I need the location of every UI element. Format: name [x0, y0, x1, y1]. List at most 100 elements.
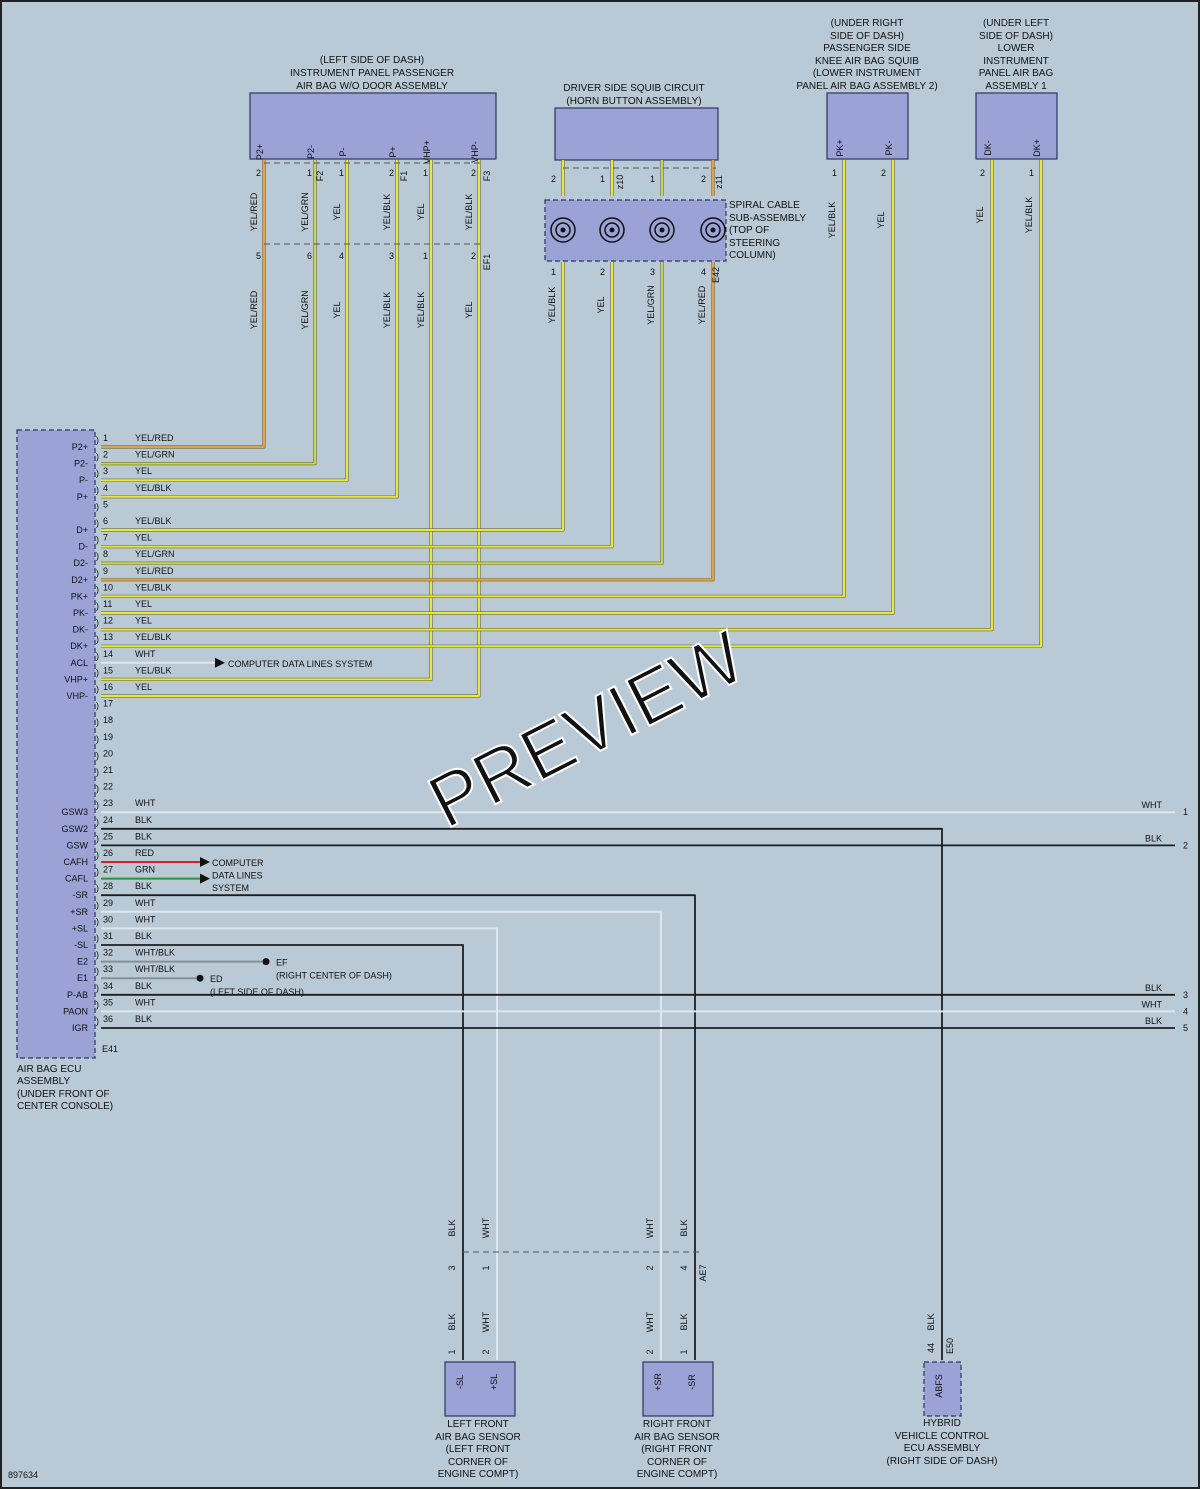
spiral-upper-pin-1: 2	[551, 174, 556, 184]
ecu-pin-number-25: 25	[103, 831, 113, 841]
pass-airbag-lower-color-6: YEL	[464, 301, 474, 318]
ecu-connector-label: E41	[102, 1044, 118, 1054]
pass-airbag-upper-color-5: YEL	[416, 203, 426, 220]
hybrid-ecu-wire-color: BLK	[926, 1313, 936, 1330]
right-output-color-3: BLK	[1145, 983, 1162, 993]
ecu-pin-number-12: 12	[103, 616, 113, 626]
pass-airbag-pin-VHP-: VHP-	[470, 141, 480, 163]
right-sensor-component: RIGHT FRONT AIR BAG SENSOR (RIGHT FRONT …	[634, 1361, 720, 1480]
hybrid-ecu-component: HYBRID VEHICLE CONTROL ECU ASSEMBLY (RIG…	[887, 1361, 997, 1467]
ecu-wire-color-25: BLK	[135, 831, 152, 841]
driver-squib-box	[554, 107, 719, 161]
lower-panel-label-2: SIDE OF DASH)	[979, 31, 1053, 42]
ecu-pin-number-22: 22	[103, 782, 113, 792]
cafl-arrow	[200, 873, 210, 884]
pass-airbag-upper-color-1: YEL/RED	[249, 192, 259, 231]
ecu-wire-color-29: WHT	[135, 898, 156, 908]
ecu-pin-name-30: +SL	[72, 923, 88, 933]
ecu-pin-name-1: P2+	[72, 442, 88, 452]
sensor-lower-color-1: BLK	[447, 1313, 457, 1330]
sensor-upper-color-4: BLK	[679, 1219, 689, 1236]
pass-airbag-wire-6	[101, 160, 480, 697]
ecu-pin-name-8: D2-	[73, 558, 88, 568]
ecu-wire-color-4: YEL/BLK	[135, 483, 172, 493]
ground-ef-icon	[262, 958, 270, 966]
ecu-pin-bracket-26: )	[96, 850, 99, 860]
pass-airbag-lower-pin-4: 3	[389, 251, 394, 261]
lower-panel-color-1: YEL	[975, 206, 985, 223]
pass-airbag-upper-pin-4: 2	[389, 168, 394, 178]
sensor-lower-color-2: WHT	[481, 1311, 491, 1332]
lower-panel-label-1: (UNDER LEFT	[983, 18, 1049, 29]
spiral-color-4: YEL/RED	[697, 285, 707, 324]
knee-squib-box	[826, 92, 909, 160]
plus-sr-wire	[101, 910, 662, 1360]
cafh-arrow	[200, 857, 210, 867]
connector-ae7: AE7	[698, 1264, 708, 1281]
hybrid-ecu-label-1: HYBRID	[923, 1418, 961, 1429]
diagram-id: 897634	[8, 1470, 38, 1480]
ecu-pin-number-24: 24	[103, 815, 113, 825]
ecu-component: AIR BAG ECU ASSEMBLY (UNDER FRONT OF CEN…	[16, 429, 118, 1112]
ecu-pin-bracket-7: )	[96, 535, 99, 545]
ecu-pin-number-9: 9	[103, 566, 108, 576]
hybrid-ecu-box	[923, 1361, 962, 1417]
ecu-pin-number-31: 31	[103, 931, 113, 941]
lower-panel-wire-2	[101, 160, 1042, 648]
knee-squib-label-5: (LOWER INSTRUMENT	[813, 68, 921, 79]
ecu-pin-number-27: 27	[103, 865, 113, 875]
ecu-pin-number-36: 36	[103, 1014, 113, 1024]
lower-panel-box	[975, 92, 1058, 160]
ecu-label-1: AIR BAG ECU	[17, 1064, 81, 1075]
ecu-pin-bracket-20: )	[96, 750, 99, 760]
knee-squib-label-2: SIDE OF DASH)	[830, 31, 904, 42]
pass-airbag-upper-color-2: YEL/GRN	[300, 192, 310, 232]
cdl-callout-2: DATA LINES	[212, 871, 263, 881]
ecu-wire-color-7: YEL	[135, 533, 152, 543]
ecu-pin-bracket-12: )	[96, 618, 99, 628]
knee-squib-component: (UNDER RIGHT SIDE OF DASH) PASSENGER SID…	[796, 18, 938, 160]
pass-airbag-lower-color-4: YEL/BLK	[382, 292, 392, 329]
pass-airbag-upper-pin-6: 2	[471, 168, 476, 178]
ecu-pin-name-9: D2+	[71, 575, 88, 585]
ecu-wire-color-24: BLK	[135, 815, 152, 825]
ecu-pin-number-13: 13	[103, 632, 113, 642]
knee-pin-1: 1	[832, 168, 837, 178]
gsw2-wire	[101, 827, 943, 1360]
ecu-pin-name-33: E1	[77, 973, 88, 983]
labels-layer: P2+1)YEL/REDP2-2)YEL/GRNP-3)YELP+4)YEL/B…	[61, 139, 1188, 1398]
lower-panel-pin-no-1: 2	[980, 168, 985, 178]
knee-color-2: YEL	[876, 211, 886, 228]
spiral-coil-1-core	[560, 227, 566, 233]
right-output-color-5: BLK	[1145, 1016, 1162, 1026]
ecu-pin-name-12: DK-	[73, 625, 89, 635]
sensor-lower-color-3: WHT	[645, 1311, 655, 1332]
ecu-pin-number-28: 28	[103, 881, 113, 891]
ecu-pin-bracket-33: )	[96, 966, 99, 976]
lower-panel-label-6: ASSEMBLY 1	[985, 81, 1047, 92]
spiral-cable-label-4: STEERING	[729, 238, 780, 249]
right-output-num-4: 4	[1183, 1006, 1188, 1016]
pass-airbag-pin-P-: P-	[338, 147, 348, 156]
right-output-num-3: 3	[1183, 990, 1188, 1000]
right-sensor-pin--SR: -SR	[687, 1374, 697, 1390]
sensor-upper-pin-3: 2	[645, 1265, 655, 1270]
spiral-cable-label-2: SUB-ASSEMBLY	[729, 213, 806, 224]
pass-airbag-box	[249, 92, 497, 160]
ecu-pin-bracket-8: )	[96, 551, 99, 561]
wires-layer	[101, 160, 1175, 1360]
left-sensor-label-3: (LEFT FRONT	[446, 1444, 511, 1455]
pass-airbag-lower-pin-6: 2	[471, 251, 476, 261]
spiral-lower-wire-2	[101, 262, 613, 548]
ecu-pin-bracket-1: )	[96, 435, 99, 445]
sensor-upper-color-3: WHT	[645, 1217, 655, 1238]
ecu-wire-color-9: YEL/RED	[135, 566, 174, 576]
ecu-pin-bracket-34: )	[96, 983, 99, 993]
connector-ef1: EF1	[482, 254, 492, 271]
pass-airbag-wire-3	[101, 160, 348, 482]
ecu-pin-number-20: 20	[103, 748, 113, 758]
cdl-callout-3: SYSTEM	[212, 883, 249, 893]
pass-airbag-lower-pin-1: 5	[256, 251, 261, 261]
pass-airbag-wire-1	[101, 160, 265, 448]
